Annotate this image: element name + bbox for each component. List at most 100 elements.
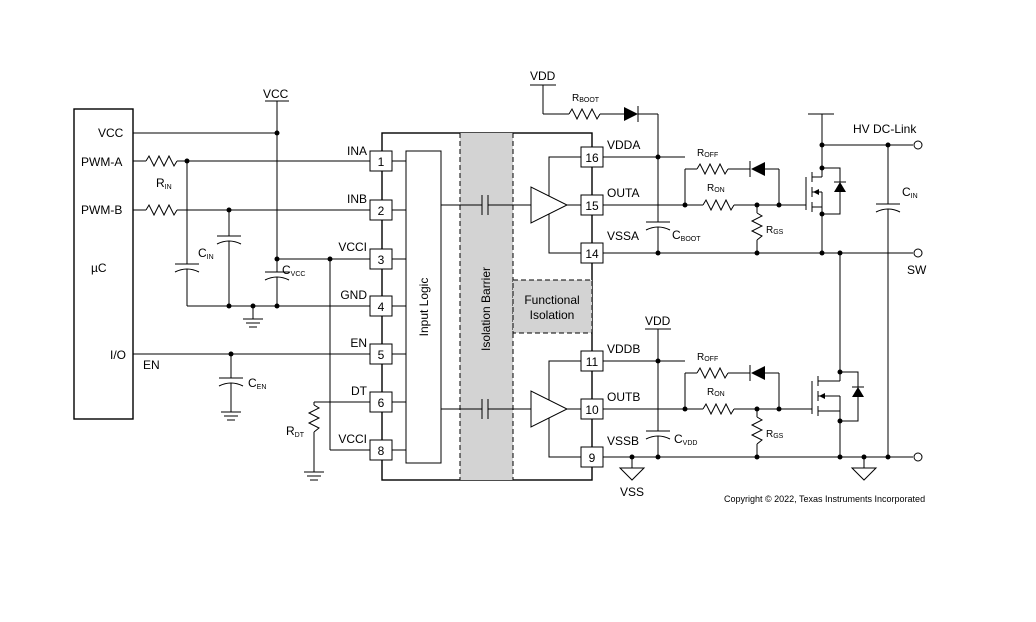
rboot-label: RBOOT (572, 93, 600, 104)
svg-text:1: 1 (378, 155, 385, 169)
mcu-pwm-a-label: PWM-A (81, 155, 122, 169)
svg-text:2: 2 (378, 204, 385, 218)
pin-10-name: OUTB (607, 390, 640, 404)
pin-10: 10 OUTB (580, 390, 640, 420)
vddb-supply: VDD CVDD (603, 314, 697, 457)
low-side-mosfet (811, 253, 864, 457)
rdt-label: RDT (286, 424, 305, 439)
gnd-bus (187, 303, 370, 328)
roff-b-label: ROFF (697, 352, 718, 363)
vcc-top-label: VCC (263, 87, 289, 101)
boot-diode (624, 107, 638, 121)
rin-a-resistor (145, 154, 178, 168)
ron-b-resistor (702, 402, 735, 416)
functional-isolation-label-2: Isolation (530, 308, 575, 322)
pin-2: 2 INB (347, 192, 393, 221)
rdt-resistor (307, 404, 321, 433)
vss-bus: VSS (603, 452, 923, 499)
pin-11: 11 VDDB (580, 342, 640, 372)
cin-left-caps: CIN (174, 161, 242, 306)
cvcc-cap: CVCC (264, 256, 370, 306)
sw-label: SW (907, 263, 927, 277)
vss-ground-symbol (618, 467, 646, 481)
svg-text:10: 10 (585, 403, 599, 417)
vss-label: VSS (620, 485, 644, 499)
right-pins: 16 VDDA 15 OUTA 14 VSSA 11 VDDB 10 OUTB … (580, 138, 640, 468)
pin-9: 9 VSSB (580, 434, 639, 468)
rboot-resistor (568, 107, 601, 121)
pin-9-name: VSSB (607, 434, 639, 448)
pin-14-name: VSSA (607, 229, 639, 243)
pin-8-name: VCCI (338, 432, 367, 446)
svg-text:5: 5 (378, 348, 385, 362)
pin-15: 15 OUTA (580, 186, 639, 216)
vdd-mid-label: VDD (645, 314, 671, 328)
ron-a-label: RON (707, 183, 725, 194)
pwm-a-net: RIN (133, 154, 370, 191)
dt-net: RDT (286, 401, 370, 481)
copyright-notice: Copyright © 2022, Texas Instruments Inco… (724, 494, 925, 504)
svg-text:15: 15 (585, 199, 599, 213)
roff-b-resistor (696, 366, 729, 380)
roff-a-label: ROFF (697, 148, 718, 159)
pwm-b-net (133, 203, 370, 217)
pin-15-name: OUTA (607, 186, 639, 200)
svg-text:8: 8 (378, 444, 385, 458)
pin-11-name: VDDB (607, 342, 640, 356)
bootstrap-circuit: VDD RBOOT CBOOT (530, 69, 701, 253)
sw-bus: SW (603, 248, 927, 277)
ron-b-label: RON (707, 387, 725, 398)
pin-4: 4 GND (340, 288, 393, 317)
pin-3: 3 VCCI (338, 240, 393, 270)
roff-a-diode (751, 162, 765, 176)
pin-16: 16 VDDA (580, 138, 640, 168)
cboot-label: CBOOT (672, 228, 701, 243)
cen-label: CEN (248, 376, 266, 391)
isolation-barrier-label: Isolation Barrier (479, 267, 493, 351)
rgs-a-label: RGS (766, 225, 784, 236)
rin-b-resistor (145, 203, 178, 217)
power-ground-symbol (850, 467, 878, 481)
pin-4-name: GND (340, 288, 367, 302)
rgs-b-resistor (750, 416, 764, 445)
pin-5-name: EN (350, 336, 367, 350)
isolated-driver-ic: Isolation Barrier Functional Isolation I… (381, 132, 593, 481)
low-side-gate-network: ROFF RON RGS (603, 352, 812, 457)
rgs-a-resistor (750, 212, 764, 241)
cin-left-label: CIN (198, 246, 214, 261)
rin-label: RIN (156, 176, 172, 191)
mcu-vcc-label: VCC (98, 126, 124, 140)
pin-5: 5 EN (350, 336, 393, 365)
roff-a-resistor (696, 162, 729, 176)
svg-text:6: 6 (378, 396, 385, 410)
pin-1-name: INA (347, 144, 367, 158)
pin-8: 8 VCCI (338, 432, 393, 461)
svg-text:16: 16 (585, 151, 599, 165)
svg-text:11: 11 (586, 355, 599, 369)
vdd-top-label: VDD (530, 69, 556, 83)
functional-isolation-label-1: Functional (524, 293, 579, 307)
mcu-title: µC (91, 261, 107, 275)
pin-3-name: VCCI (338, 240, 367, 254)
svg-text:9: 9 (589, 451, 596, 465)
vcc-supply: VCC (133, 87, 289, 259)
en-net: EN CEN (133, 351, 370, 421)
input-logic-label: Input Logic (417, 278, 431, 337)
svg-text:4: 4 (378, 300, 385, 314)
ron-a-resistor (702, 198, 735, 212)
functional-isolation-box (512, 279, 593, 334)
pin-16-name: VDDA (607, 138, 640, 152)
rgs-b-label: RGS (766, 429, 784, 440)
input-logic-block (405, 150, 442, 464)
hv-dc-link: HV DC-Link CIN (819, 122, 923, 457)
high-side-gate-network: ROFF RON RGS (603, 148, 806, 253)
svg-text:3: 3 (378, 253, 385, 267)
cin-right-label: CIN (902, 185, 918, 200)
isolation-barrier-region (460, 133, 513, 480)
pin-14: 14 VSSA (580, 229, 639, 264)
pin-1: 1 INA (347, 144, 393, 172)
microcontroller: µC VCC PWM-A PWM-B I/O (73, 108, 134, 420)
pin-6-name: DT (351, 384, 368, 398)
roff-b-diode (751, 366, 765, 380)
